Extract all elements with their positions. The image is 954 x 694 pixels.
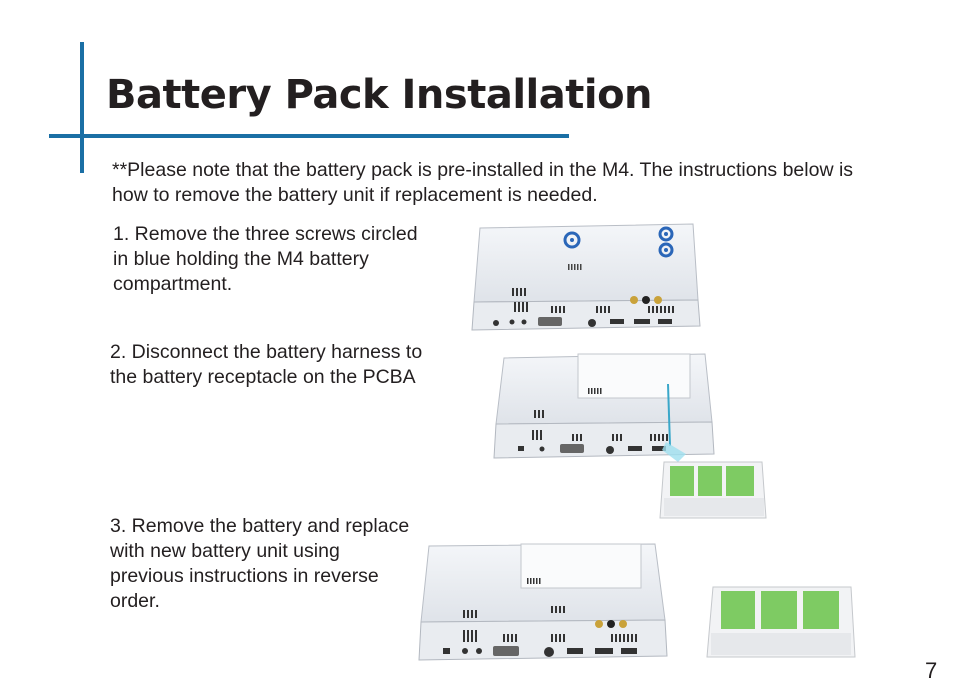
screw-circle-2 [658,226,674,242]
battery-harness [662,383,686,462]
battery-pack-step-3 [706,586,856,658]
battery-pack-step-2 [659,461,767,519]
accent-bar-horizontal [49,134,569,138]
step-3-text: 3. Remove the battery and replace with n… [110,515,410,612]
screw-circle-1 [563,231,581,249]
device-image-step-3 [418,543,668,661]
screw-circle-3 [658,242,674,258]
step-2-text: 2. Disconnect the battery harness to the… [110,341,423,388]
page-title: Battery Pack Installation [106,72,653,118]
page-number: 7 [925,658,938,683]
device-image-step-2 [493,353,767,519]
accent-bar-vertical [80,42,84,173]
preinstall-note: **Please note that the battery pack is p… [112,159,854,206]
device-image-step-1 [471,223,701,331]
step-1-text: 1. Remove the three screws circled in bl… [113,223,418,295]
